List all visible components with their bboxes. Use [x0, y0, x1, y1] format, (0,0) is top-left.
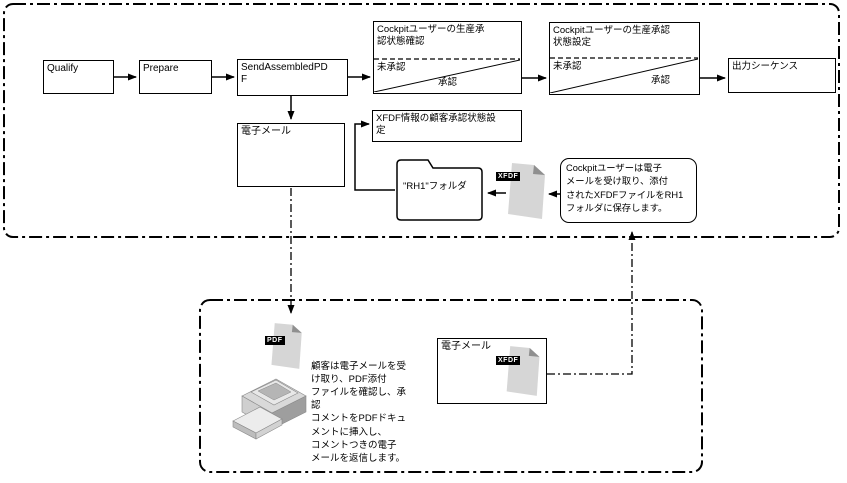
- top-phase-container: [3, 3, 840, 238]
- xfdf-icon-label: XFDF: [496, 172, 521, 181]
- state-box-approval-set: Cockpitユーザーの生産承認 状態設定 未承認 承認: [549, 22, 700, 95]
- approved-label: 承認: [438, 77, 458, 88]
- page-icon: [271, 323, 302, 369]
- page-icon: [508, 163, 545, 219]
- prepare-label: Prepare: [143, 63, 179, 74]
- printer-graphic: [232, 378, 307, 440]
- bottom-phase-container: [199, 299, 703, 473]
- pdf-icon-label: PDF: [265, 336, 285, 345]
- arrow-folder-to-xfdfstatus: [354, 120, 395, 191]
- xfdf-file-icon-top: XFDF: [496, 162, 549, 220]
- state-box-approval-check: Cockpitユーザーの生産承 認状態確認 未承認 承認: [373, 21, 522, 94]
- email-box-top: 電子メール: [237, 123, 345, 187]
- xfdf-file-icon-bottom: XFDF: [496, 343, 543, 399]
- process-box-qualify: Qualify: [43, 60, 114, 94]
- xfdf-status-label: XFDF情報の顧客承認状態設 定: [376, 113, 496, 136]
- folder-icon: [396, 159, 483, 221]
- pdf-file-icon: PDF: [265, 321, 305, 371]
- send-assembled-pdf-label: SendAssembledPD F: [241, 62, 328, 85]
- approval-check-title: Cockpitユーザーの生産承 認状態確認: [377, 24, 485, 47]
- connector-emailreply-to-note: [547, 231, 636, 375]
- rh1-folder: "RH1"フォルダ: [393, 158, 485, 224]
- state-divider-lines: [374, 58, 520, 92]
- email-top-label: 電子メール: [241, 126, 291, 137]
- note-cockpit-user-text: Cockpitユーザーは電子 メールを受け取り、添付 されたXFDFファイルをR…: [566, 163, 684, 214]
- state-divider-lines: [550, 57, 698, 93]
- email-bottom-label: 電子メール: [441, 341, 491, 352]
- output-sequence-label: 出力シーケンス: [732, 61, 799, 72]
- unapproved-label: 未承認: [553, 61, 582, 72]
- printer-icon: [230, 368, 314, 446]
- page-icon: [506, 346, 540, 396]
- process-box-xfdf-status: XFDF情報の顧客承認状態設 定: [372, 110, 522, 142]
- process-box-prepare: Prepare: [139, 60, 212, 94]
- qualify-label: Qualify: [47, 63, 79, 74]
- rh1-folder-label: "RH1"フォルダ: [403, 181, 467, 192]
- approval-set-title: Cockpitユーザーの生産承認 状態設定: [553, 25, 670, 48]
- xfdf-icon-label: XFDF: [496, 356, 521, 365]
- process-box-output-sequence: 出力シーケンス: [728, 58, 836, 93]
- approved-label: 承認: [651, 75, 671, 86]
- note-customer-text: 顧客は電子メールを受 け取り、PDF添付 ファイルを確認し、承 認 コメントをP…: [311, 361, 407, 464]
- note-cockpit-user: Cockpitユーザーは電子 メールを受け取り、添付 されたXFDFファイルをR…: [560, 158, 697, 223]
- process-box-send-assembled-pdf: SendAssembledPD F: [237, 59, 348, 96]
- unapproved-label: 未承認: [377, 62, 406, 73]
